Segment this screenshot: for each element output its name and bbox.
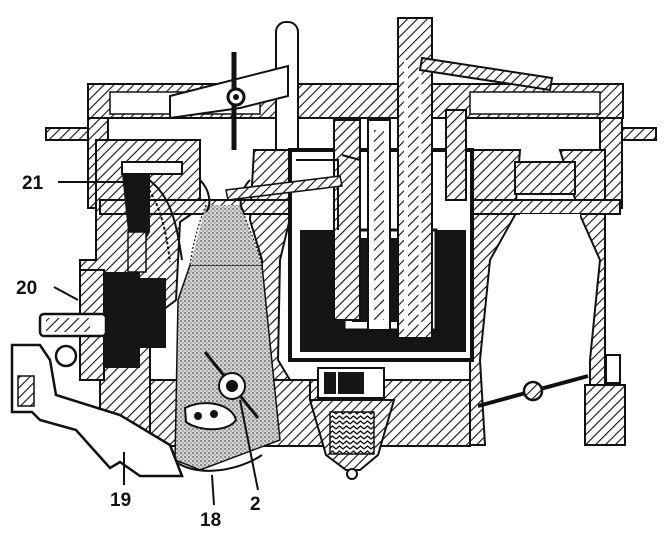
callout-19: 19 — [110, 490, 131, 511]
power-valve — [296, 367, 396, 480]
accelerator-pump — [38, 161, 183, 381]
primary-barrel — [174, 175, 343, 472]
callout-20: 20 — [16, 278, 37, 299]
pump-lever — [10, 343, 184, 478]
callout-2: 2 — [250, 494, 261, 515]
callout-18: 18 — [200, 510, 221, 531]
leader-18 — [211, 474, 215, 506]
float-bowl — [288, 17, 554, 362]
secondary-throttle — [477, 161, 621, 408]
callout-21: 21 — [22, 173, 44, 194]
leader-20 — [53, 286, 79, 301]
leader-2 — [239, 399, 259, 491]
